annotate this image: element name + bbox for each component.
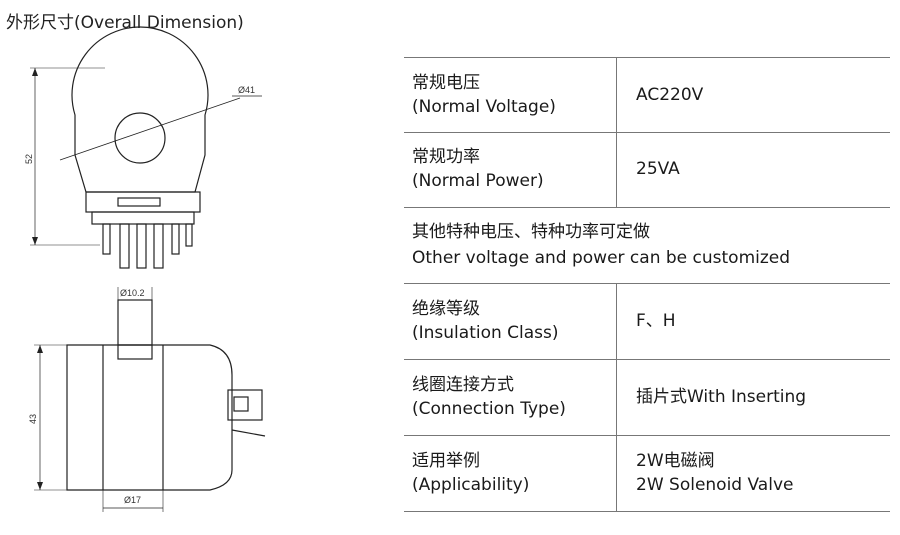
dim-height-52: 52 [24, 154, 34, 164]
dim-diameter-10-2: Ø10.2 [120, 288, 145, 298]
applicability-value-cn: 2W电磁阀 [636, 451, 715, 471]
spec-row-applicability: 适用举例 (Applicability) 2W电磁阀 2W Solenoid V… [404, 436, 890, 512]
custom-note-cn: 其他特种电压、特种功率可定做 [412, 222, 650, 242]
connection-value: 插片式With Inserting [636, 387, 807, 407]
insulation-value: F、H [636, 311, 676, 331]
insulation-label-en: (Insulation Class) [412, 323, 559, 343]
spec-row-power: 常规功率 (Normal Power) 25VA [404, 132, 890, 208]
column-divider [616, 284, 617, 359]
spec-row-insulation: 绝缘等级 (Insulation Class) F、H [404, 284, 890, 360]
applicability-value-en: 2W Solenoid Valve [636, 475, 794, 495]
spec-row-connection: 线圈连接方式 (Connection Type) 插片式With Inserti… [404, 360, 890, 436]
power-label-en: (Normal Power) [412, 171, 544, 191]
side-view [34, 287, 266, 512]
insulation-label-cn: 绝缘等级 [412, 299, 480, 319]
connection-label-cn: 线圈连接方式 [412, 375, 514, 395]
front-view [30, 26, 262, 269]
power-value: 25VA [636, 159, 680, 179]
dim-diameter-41: Ø41 [238, 85, 255, 95]
power-label-cn: 常规功率 [412, 147, 480, 167]
dim-diameter-17: Ø17 [124, 495, 141, 505]
applicability-label-en: (Applicability) [412, 475, 530, 495]
technical-drawing: Ø41 52 Ø10.2 43 Ø17 [24, 26, 266, 512]
spec-row-voltage: 常规电压 (Normal Voltage) AC220V [404, 57, 890, 133]
voltage-label-cn: 常规电压 [412, 73, 480, 93]
column-divider [616, 58, 617, 132]
page-title: 外形尺寸(Overall Dimension) [6, 13, 244, 33]
custom-note-en: Other voltage and power can be customize… [412, 248, 791, 268]
connection-label-en: (Connection Type) [412, 399, 566, 419]
spec-row-custom: 其他特种电压、特种功率可定做 Other voltage and power c… [404, 208, 890, 284]
column-divider [616, 436, 617, 511]
voltage-value: AC220V [636, 85, 704, 105]
voltage-label-en: (Normal Voltage) [412, 97, 556, 117]
dim-height-43: 43 [28, 414, 38, 424]
applicability-label-cn: 适用举例 [412, 451, 480, 471]
column-divider [616, 132, 617, 207]
column-divider [616, 360, 617, 435]
